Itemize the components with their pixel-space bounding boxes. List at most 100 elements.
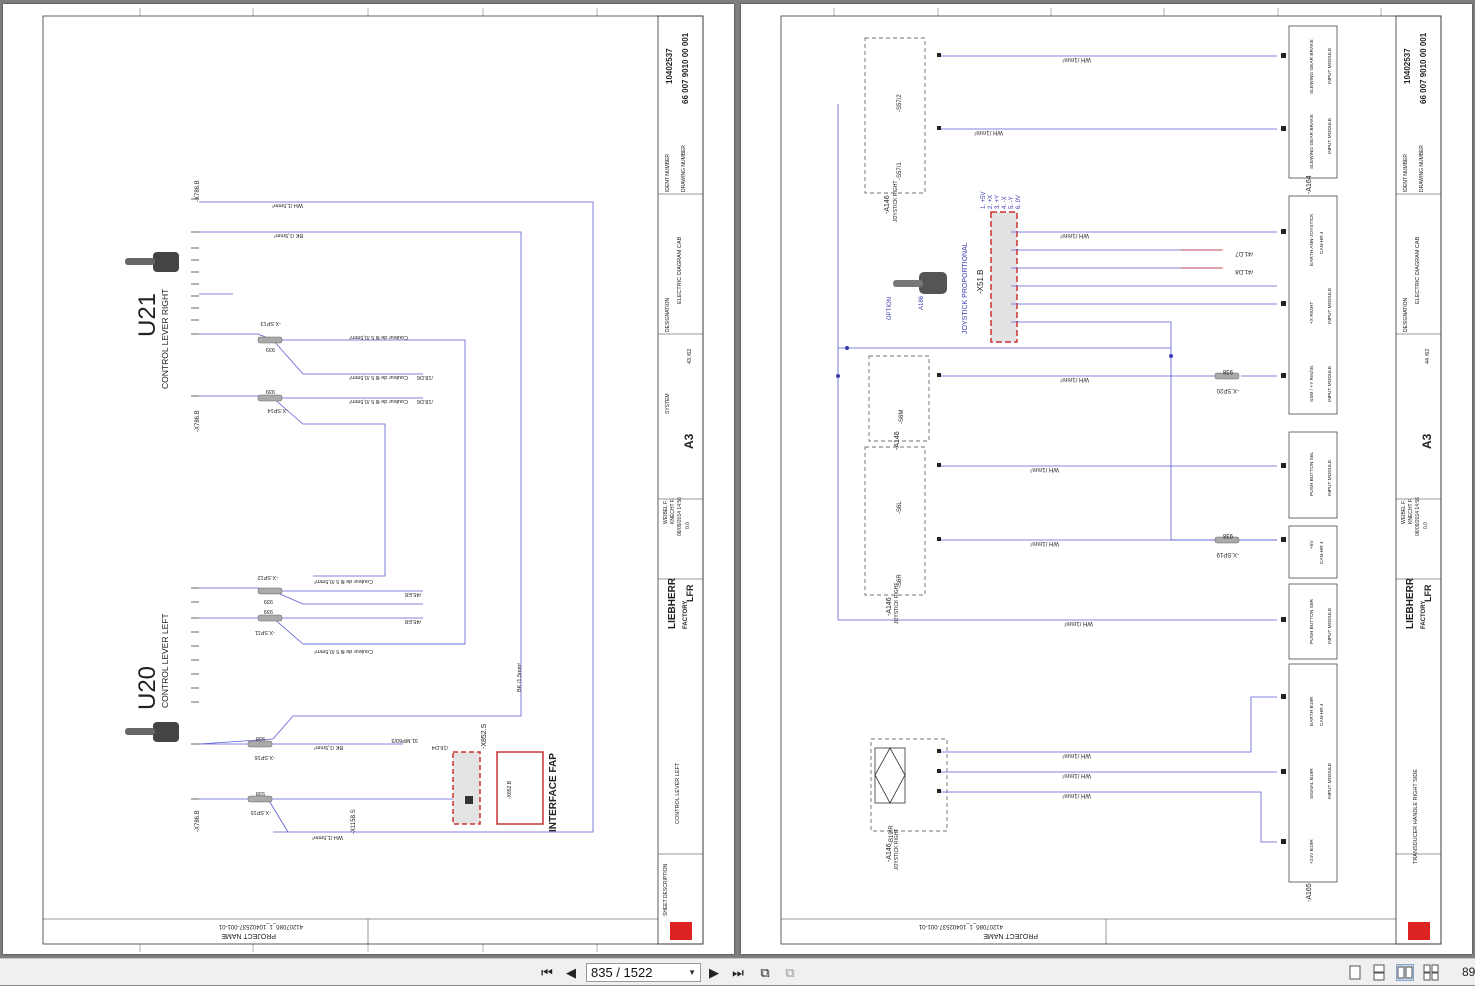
bk-vertical-label: BK /1,5mm²: [517, 663, 523, 692]
ref-18d6-a: /18.D6: [417, 374, 433, 380]
input-module-1: INPUT MODULE: [1327, 48, 1333, 84]
module-earth2: EARTH B19R: [1309, 696, 1315, 726]
s6m-label: -S6M: [899, 410, 905, 424]
interface-fap-label: INTERFACE FAP: [548, 753, 559, 832]
last-page-icon[interactable]: ⏭: [732, 965, 744, 980]
ref-41d7: /41.D7: [1235, 250, 1253, 256]
wire-wh-6: WH /1mm²: [1030, 540, 1059, 546]
wire-label-bk-bot: BK /1,5mm²: [314, 744, 343, 750]
x51b-label: -X51.B: [976, 270, 985, 294]
ident-number-label: IDENT NUMBER: [665, 154, 671, 192]
sp20-label: -X.SP20: [1216, 387, 1239, 393]
next-page-icon[interactable]: ▶: [709, 965, 719, 980]
pin-6: 6. 0V: [1016, 195, 1022, 209]
joystick-u21-icon: [125, 252, 179, 272]
x786b2-label: -X786.B: [195, 810, 201, 832]
x1158-label: -X1158.S: [351, 809, 357, 834]
previous-page-icon[interactable]: ◀: [566, 965, 576, 980]
r-sheet-number: 44 /62: [1425, 349, 1431, 364]
wire-label-col2: Couleur de fil 5 /0,5mm²: [349, 374, 408, 380]
schematic-page-right: -A146 JOYSTICK RIGHT -S57/2 -S57/1 -A164…: [741, 4, 1472, 954]
wire-label-wh-top: WH /1,5mm²: [272, 202, 303, 208]
splice-938-a: 938: [256, 735, 265, 741]
project-name-label: PROJECT NAME: [221, 932, 276, 939]
drawing-number: 66 007 9010 00 001: [681, 32, 690, 104]
ref-18d6-b: /18.D6: [417, 398, 433, 404]
r-sheet-description: TRANSDUCER HANDLE RIGHT SIDE: [1413, 769, 1419, 864]
r-weight: 0,0: [1423, 522, 1429, 529]
sheet-description: CONTROL LEVER LEFT: [675, 762, 681, 824]
first-page-icon[interactable]: ⏮: [541, 965, 553, 980]
go-forward-icon[interactable]: ⧉: [785, 965, 795, 980]
inspected-by: KNECHT F.: [670, 498, 676, 524]
u20-desc: CONTROL LEVER LEFT: [160, 613, 170, 708]
drawn-by: WEIBEL F.: [663, 500, 669, 524]
module-24v: +24V B19R: [1309, 839, 1315, 864]
project-name: 4120708б_1_10402537-001-01: [218, 923, 303, 929]
zoom-level[interactable]: 89: [1462, 965, 1475, 979]
module-slew2: SLEWING GEAR BRAKE: [1309, 39, 1315, 94]
splice-939-c: 939: [264, 598, 273, 604]
u21-desc: CONTROL LEVER RIGHT: [160, 289, 170, 389]
a146-lowest-label: -A146: [886, 843, 893, 862]
navigation-toolbar: ⏮ ◀ 835 / 1522 ▼ ▶ ⏭ ⧉ ⧉ 89: [0, 958, 1475, 985]
continuous-view-icon[interactable]: [1370, 964, 1388, 981]
brand-logo: LIEBHERR: [667, 577, 678, 629]
canhr-2: CAN-HR 4: [1319, 541, 1325, 564]
pin-2: 2. +X: [988, 195, 994, 209]
module-ssm: SSM / +Y Rechts: [1309, 365, 1315, 402]
drawing-number-label: DRAWING NUMBER: [681, 145, 687, 192]
chevron-down-icon[interactable]: ▼: [688, 968, 696, 977]
u20-label: U20: [134, 666, 161, 710]
two-page-view-icon[interactable]: [1396, 964, 1414, 981]
module-5v: +5V: [1309, 540, 1315, 549]
schematic-right-drawing: -A146 JOYSTICK RIGHT -S57/2 -S57/1 -A164…: [780, 8, 1442, 945]
wire-wh-10: WH /1mm²: [1062, 792, 1091, 798]
joystick-u20-icon: [125, 722, 179, 742]
single-page-view-icon[interactable]: [1346, 964, 1364, 981]
canhr-3: CAN-HR 4: [1319, 703, 1325, 726]
date: 08/09/2014 14:56: [677, 497, 683, 536]
a146-bot-label: -A146: [886, 597, 893, 616]
r-liebherr-corner-logo: [1408, 922, 1430, 940]
wire-wh-2: WH /1mm²: [974, 129, 1003, 135]
system-label: SYSTEM: [665, 393, 671, 414]
wire-label-col5: Couleur de fil 5 /0,5mm²: [314, 648, 373, 654]
r-ident-number: 10402537: [1403, 48, 1412, 84]
sheet-description-label: SHEET DESCRIPTION: [663, 863, 669, 916]
wire-label-col1: Couleur de fil 5 /0,5mm²: [349, 334, 408, 340]
format-a3: A3: [682, 433, 696, 449]
schematic-left-drawing: U21 CONTROL LEVER RIGHT U20 CONTROL LEVE…: [42, 8, 704, 952]
canhr-1: CAN-HR 4: [1319, 231, 1325, 254]
wire-wh-7: WH /1mm²: [1064, 620, 1093, 626]
input-module-6: INPUT MODULE: [1327, 608, 1333, 644]
s6l-label: -S6L: [897, 501, 903, 514]
r-designation-label: DESIGNATION: [1403, 298, 1409, 332]
sp15-label: -X.SP15: [251, 809, 271, 815]
input-module-3: INPUT MODULE: [1327, 288, 1333, 324]
document-viewer: U21 CONTROL LEVER RIGHT U20 CONTROL LEVE…: [0, 0, 1475, 958]
wire-label-col4: Couleur de fil 5 /0,5mm²: [314, 578, 373, 584]
wire-wh-5: WH /1mm²: [1030, 466, 1059, 472]
two-page-continuous-view-icon[interactable]: [1422, 964, 1440, 981]
go-back-icon[interactable]: ⧉: [760, 965, 770, 980]
x852s-label: -X852.S: [481, 723, 488, 749]
designation: ELECTRIC DIAGRAM CAB: [677, 236, 683, 304]
wire-wh-4: WH /1mm²: [1060, 376, 1089, 382]
x786b-label: -X786.B: [195, 410, 201, 432]
r-drawing-number-label: DRAWING NUMBER: [1419, 145, 1425, 192]
module-push2: PUSH BUTTON S6R: [1309, 599, 1315, 644]
a186-label: A186: [919, 295, 925, 310]
x786-label: -X786.B: [195, 180, 201, 202]
sp14-label: -X.SP14: [268, 407, 288, 413]
r-ident-number-label: IDENT NUMBER: [1403, 154, 1409, 192]
input-module-7: INPUT MODULE: [1327, 763, 1333, 799]
r-inspected-by: KNECHT F.: [1408, 498, 1414, 524]
wire-label-wh-bot: WH /1,5mm²: [312, 834, 343, 840]
wire-label-col3: Couleur de fil 5 /0,5mm²: [349, 398, 408, 404]
page-number-input[interactable]: 835 / 1522 ▼: [586, 963, 701, 982]
splice-938-r2: 938: [1222, 532, 1233, 538]
liebherr-corner-logo: [670, 922, 692, 940]
r-project-name: 4120708б_1_10402537-001-01: [918, 923, 1003, 929]
wire-label-bk-top: BK /1,5mm²: [274, 232, 303, 238]
